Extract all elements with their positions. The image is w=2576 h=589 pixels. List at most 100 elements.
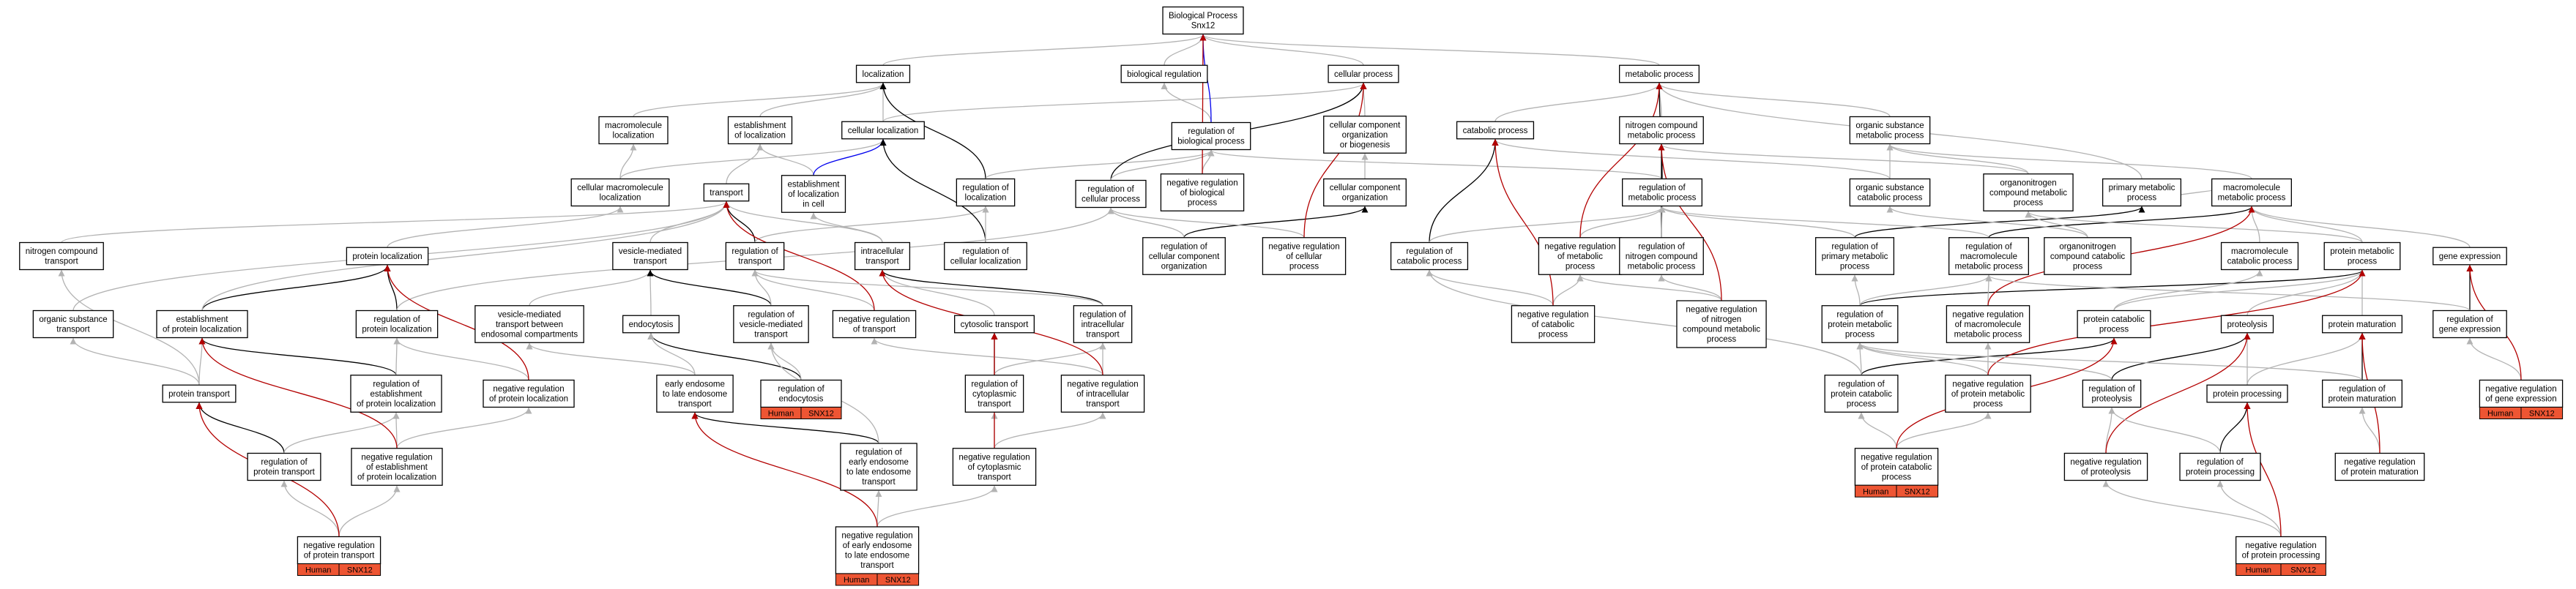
term-label-line: protein catabolic: [1831, 390, 1892, 399]
go-term-cellloc[interactable]: cellular localization: [841, 121, 925, 140]
go-term-endocytosis[interactable]: endocytosis: [622, 315, 680, 334]
go-term-proteolysis[interactable]: proteolysis: [2220, 315, 2274, 334]
term-label-line: regulation of: [732, 247, 778, 256]
term-label-line: of proteolysis: [2081, 468, 2131, 477]
term-box: [1073, 305, 1133, 343]
go-term-metproc[interactable]: metabolic process: [1619, 64, 1700, 83]
go-term-cytotrans[interactable]: cytosolic transport: [954, 315, 1035, 334]
species-label: Human: [844, 576, 869, 585]
term-label-line: of protein localization: [163, 326, 242, 334]
term-label-line: regulation of: [1079, 310, 1126, 319]
go-term-protproc[interactable]: protein processing: [2206, 384, 2288, 403]
go-term-bioreg[interactable]: biological regulation: [1120, 64, 1208, 83]
term-label-line: vesicle-mediated: [619, 247, 682, 256]
term-box: [2063, 452, 2148, 481]
go-term-protmat[interactable]: protein maturation: [2322, 315, 2402, 334]
edge-is-a: [529, 269, 654, 306]
go-term-protloc[interactable]: protein localization: [346, 247, 429, 266]
go-term-geneexp[interactable]: gene expression: [2432, 247, 2507, 266]
go-term-cellproc[interactable]: cellular process: [1328, 64, 1399, 83]
term-label-line: negative regulation: [361, 453, 432, 462]
term-box: [297, 536, 381, 565]
species-label: Human: [1863, 487, 1888, 496]
term-label-line: of metabolic: [1557, 252, 1603, 261]
go-term-transport[interactable]: transport: [703, 183, 750, 202]
go-term-prottrans[interactable]: protein transport: [162, 384, 237, 403]
go-term-loc[interactable]: localization: [855, 64, 911, 83]
gene-label: SNX12: [2529, 410, 2555, 419]
go-term-catproc[interactable]: catabolic process: [1456, 121, 1535, 140]
term-label-line: transport: [978, 399, 1011, 408]
term-label-line: macromolecule: [605, 121, 662, 130]
